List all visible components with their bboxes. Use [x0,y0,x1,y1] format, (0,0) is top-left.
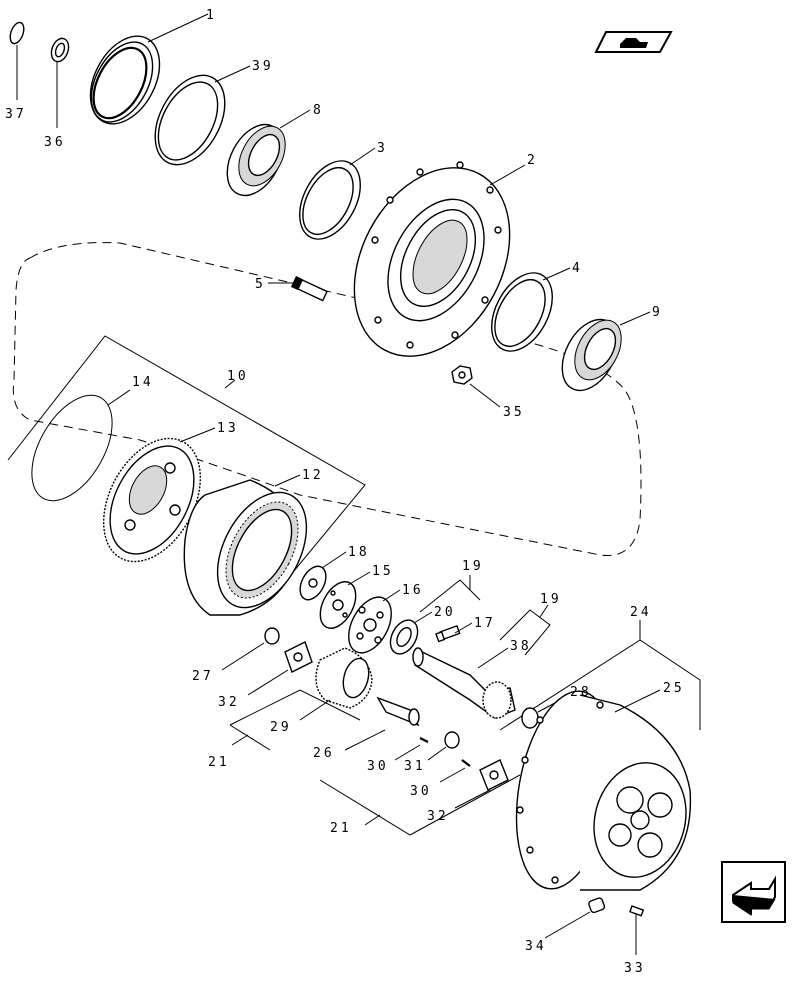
label-part-37: 37 [5,107,27,122]
label-part-17: 17 [474,616,496,631]
part-26-pin [344,696,420,751]
part-39-bearing-cup [154,65,251,166]
book-reference-icon[interactable] [594,31,673,53]
part-12-ring-gear [183,474,308,616]
label-part-16: 16 [402,583,424,598]
label-part-36: 36 [44,135,66,150]
label-part-38: 38 [510,639,532,654]
label-part-13: 13 [217,421,239,436]
label-part-31: 31 [404,759,426,774]
part-37-oring [9,21,25,100]
part-4-bearing-cup [491,267,571,352]
part-17-bolt [435,622,473,643]
group-19-bracket-a [419,579,481,613]
part-8-bearing-cone [226,109,311,197]
part-32-thrust-washer-a [247,641,313,696]
label-part-18: 18 [348,545,370,560]
part-1-seal [89,13,209,125]
part-3-bearing-cup [299,147,376,240]
part-30-roll-pin-a [394,737,429,761]
label-part-10: 10 [227,369,249,384]
label-part-2: 2 [527,153,538,168]
label-part-3: 3 [377,141,388,156]
label-part-21-b: 21 [330,821,352,836]
label-part-14: 14 [132,375,154,390]
label-part-33: 33 [624,961,646,976]
group-21-bracket-a [229,689,361,726]
part-30-roll-pin-b [439,759,471,783]
label-part-39: 39 [252,59,274,74]
label-part-9: 9 [652,305,663,320]
part-13-planet-carrier [102,427,216,563]
label-part-19-b: 19 [540,592,562,607]
part-27-oring [221,627,280,671]
part-15-plate [319,571,371,629]
group-19-bracket-b [499,609,551,656]
group-10-bracket [7,335,366,601]
group-21-bracket-b [319,774,521,836]
group-24-bracket [499,639,701,731]
part-35-nut [451,365,501,408]
label-part-4: 4 [572,261,583,276]
label-part-21-a: 21 [208,755,230,770]
part-29-planet-gear [299,647,373,721]
label-part-29: 29 [270,720,292,735]
label-part-27: 27 [192,669,214,684]
part-16-plate [348,589,401,654]
assembly-dashed-outline [12,242,642,557]
part-32-thrust-washer-b [454,759,509,809]
label-part-32-a: 32 [218,695,240,710]
label-part-32-b: 32 [427,809,449,824]
label-part-30-b: 30 [410,784,432,799]
part-9-bearing-cone [561,311,651,392]
part-20-washer [389,611,433,655]
label-part-28: 28 [570,685,592,700]
part-5-stud [268,275,328,302]
label-part-24: 24 [630,605,652,620]
part-18-thrust-washer [299,551,347,601]
part-14-snap-ring [31,389,131,502]
label-part-30-a: 30 [367,759,389,774]
label-part-25: 25 [663,681,685,696]
part-31-oring [427,731,460,761]
label-part-1: 1 [206,8,217,23]
part-34-plug [544,897,606,939]
label-part-12: 12 [302,468,324,483]
label-part-35: 35 [503,405,525,420]
label-part-20: 20 [434,605,456,620]
label-part-15: 15 [372,564,394,579]
part-33-screw [629,905,645,955]
label-part-34: 34 [525,939,547,954]
part-36-washer [50,37,70,128]
label-part-5: 5 [255,277,266,292]
label-part-19-a: 19 [462,559,484,574]
next-page-arrow-icon[interactable] [721,861,786,923]
label-part-8: 8 [313,103,324,118]
label-part-26: 26 [313,746,335,761]
part-2-hub [353,161,526,357]
part-25-carrier-housing [515,689,692,891]
part-38-shaft [412,647,516,719]
